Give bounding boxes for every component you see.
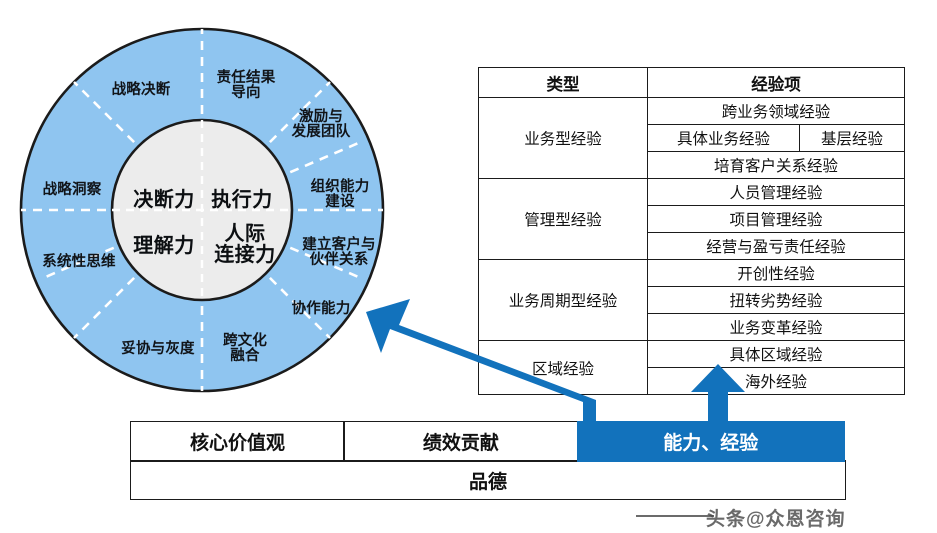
experience-table-body: 类型 经验项 业务型经验 跨业务领域经验 具体业务经验 基层经验 培育客户关系经… [478,67,905,395]
table-row: 区域经验 具体区域经验 [478,340,905,395]
table-row: 业务型经验 跨业务领域经验 [478,97,905,179]
cell-item: 基层经验 [799,124,905,152]
cell-item: 具体区域经验 [647,340,905,368]
ring-label-strategic-insight: 战略洞察 [42,182,102,198]
ring-label-org-capability: 组织能力 建设 [310,179,370,210]
cell-type-region: 区域经验 [478,340,648,395]
bar-ability-experience[interactable]: 能力、经验 [576,421,845,462]
watermark-rule [636,515,714,517]
core-quadrant-dividers [112,120,292,300]
cell-type-business: 业务型经验 [478,97,648,179]
table-row: 管理型经验 人员管理经验 [478,178,905,260]
cell-item: 项目管理经验 [647,205,905,233]
cell-type-management: 管理型经验 [478,178,648,260]
table-row: 业务变革经验 [479,313,905,341]
cell-item: 经营与盈亏责任经验 [647,232,905,260]
table-row: 业务周期型经验 开创性经验 [478,259,905,341]
cell-item: 扭转劣势经验 [647,286,905,314]
header-type: 类型 [478,67,648,98]
table-row: 海外经验 [479,367,905,395]
ring-label-compromise-grey: 妥协与灰度 [121,341,195,357]
ring-label-cross-culture: 跨文化 融合 [222,333,268,364]
ring-label-customer-partner: 建立客户与 伙伴关系 [302,237,376,268]
experience-table: 类型 经验项 业务型经验 跨业务领域经验 具体业务经验 基层经验 培育客户关系经… [478,67,905,395]
cell-item: 海外经验 [647,367,905,395]
core-label-execution: 执行力 [211,189,273,211]
core-label-decision: 决断力 [133,189,195,211]
bar-performance[interactable]: 绩效贡献 [343,421,579,462]
ring-label-accountability: 责任结果 导向 [216,70,276,101]
cell-item: 培育客户关系经验 [647,151,905,179]
ring-label-strategic-decision: 战略决断 [111,82,171,98]
competency-wheel: 决断力 执行力 理解力 人际 连接力 战略决断 责任结果 导向 激励与 发展团队… [18,24,386,396]
cell-type-cycle: 业务周期型经验 [478,259,648,341]
core-label-understanding: 理解力 [133,235,195,257]
ring-label-motivate-team: 激励与 发展团队 [291,109,351,140]
cell-item: 开创性经验 [647,259,905,287]
bar-core-values[interactable]: 核心价值观 [130,421,345,462]
table-row: 具体业务经验 基层经验 [479,124,905,152]
cell-item: 业务变革经验 [647,313,905,341]
wheel-graphic [19,27,385,393]
table-row: 项目管理经验 [479,205,905,233]
ring-label-collaboration: 协作能力 [291,301,351,317]
core-label-interpersonal: 人际 连接力 [214,223,276,266]
table-header-row: 类型 经验项 [478,67,905,98]
table-row: 培育客户关系经验 [479,151,905,179]
cell-item: 具体业务经验 [646,124,801,152]
watermark-text: 头条@众恩咨询 [706,509,846,530]
cell-item: 跨业务领域经验 [647,97,905,125]
header-experience: 经验项 [647,67,905,98]
table-row: 经营与盈亏责任经验 [479,232,905,260]
cell-item: 人员管理经验 [647,178,905,206]
table-row: 扭转劣势经验 [479,286,905,314]
bar-character[interactable]: 品德 [130,460,846,501]
foundation-bars: 核心价值观 绩效贡献 能力、经验 品德 [130,421,846,501]
foundation-top-row: 核心价值观 绩效贡献 能力、经验 [130,421,846,462]
ring-label-systems-thinking: 系统性思维 [42,254,116,270]
